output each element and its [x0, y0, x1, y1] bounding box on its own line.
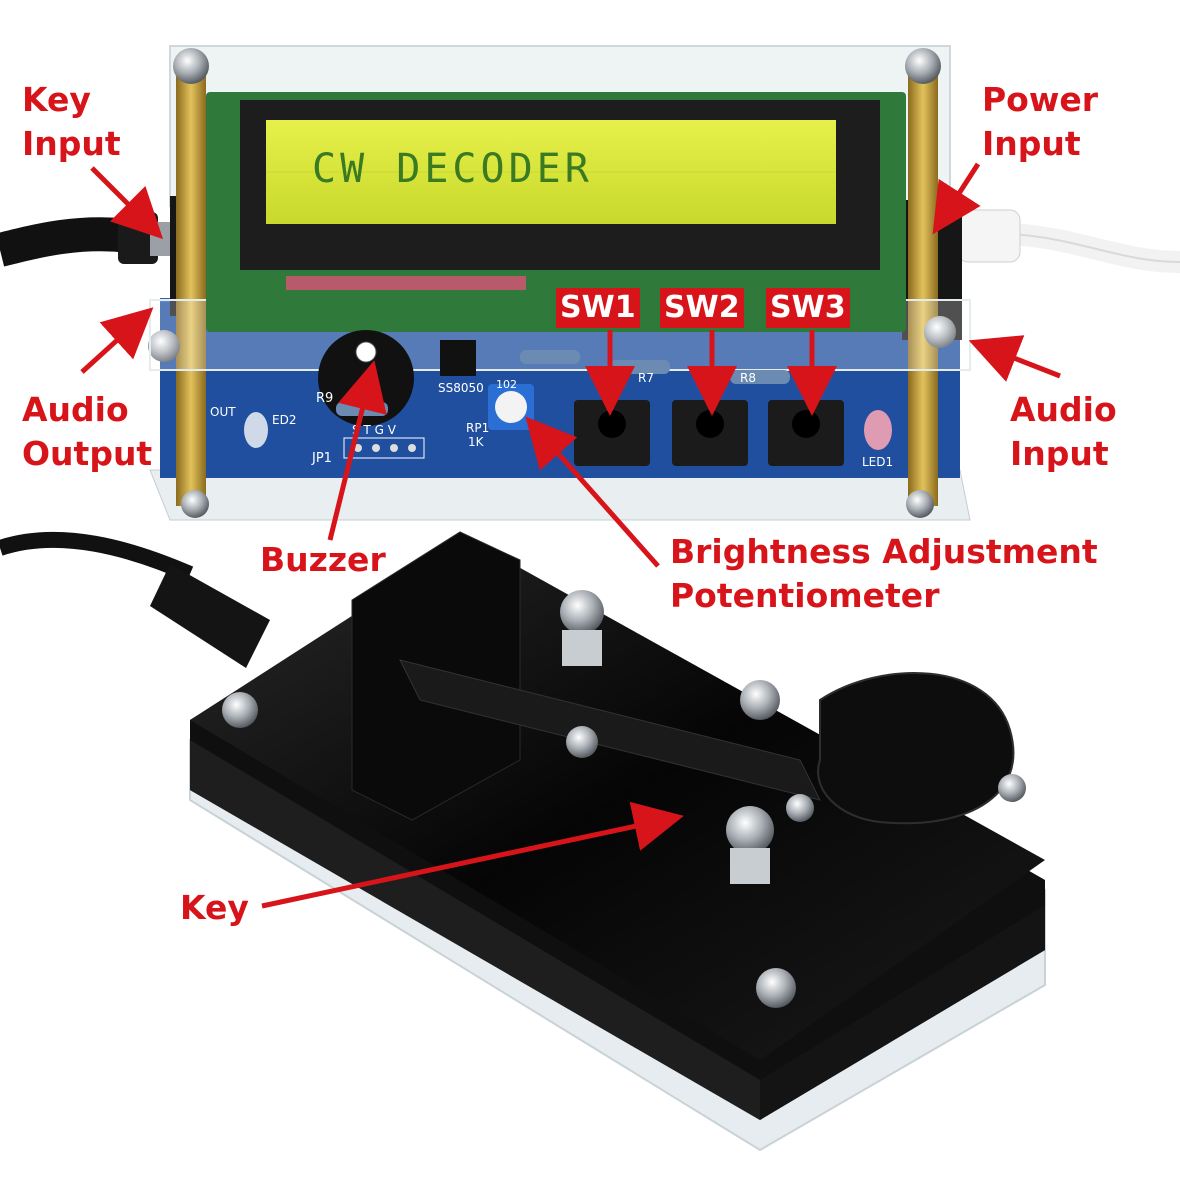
label-audio-output: Audio Output — [22, 388, 152, 476]
pcb-r7: R7 — [638, 371, 654, 385]
arrow-brightness — [525, 416, 660, 568]
switch-sw3 — [768, 400, 844, 466]
label-key: Key — [180, 888, 249, 927]
arrow-key-input — [90, 166, 164, 240]
label-power-input: Power Input — [982, 78, 1098, 166]
pcb-components: SS8050 R9 R7 R8 JP1 S T G V 102 RP1 1K L… — [210, 330, 893, 469]
label-sw2: SW2 — [660, 288, 744, 328]
arrow-audio-output — [80, 307, 154, 374]
label-power-input-line1: Power — [982, 80, 1098, 119]
pcb-rp1-value: 1K — [468, 435, 485, 449]
annotation-arrows — [80, 162, 1061, 909]
lcd-text: CW DECODER — [312, 146, 593, 192]
switch-sw2 — [672, 400, 748, 466]
pcb-r9: R9 — [316, 391, 333, 406]
label-audio-output-line1: Audio — [22, 390, 129, 429]
label-sw3: SW3 — [766, 288, 850, 328]
lcd-module: CW DECODER — [206, 92, 906, 332]
label-power-input-line2: Input — [982, 124, 1081, 163]
label-buzzer: Buzzer — [260, 540, 386, 579]
label-brightness-line1: Brightness Adjustment — [670, 532, 1098, 571]
pcb-out: OUT — [210, 405, 236, 419]
pcb-led1: LED1 — [862, 455, 893, 469]
arrow-power-input — [932, 162, 981, 235]
label-audio-input: Audio Input — [1010, 388, 1117, 476]
pcb-r8: R8 — [740, 371, 756, 385]
switch-sw1 — [574, 400, 650, 466]
key-cable — [0, 531, 270, 668]
arrow-key — [261, 801, 684, 909]
label-key-input-line1: Key — [22, 80, 91, 119]
label-sw1: SW1 — [556, 288, 640, 328]
label-audio-output-line2: Output — [22, 434, 153, 473]
led1 — [864, 410, 892, 450]
pcb-ss8050: SS8050 — [438, 381, 484, 395]
label-audio-input-line1: Audio — [1010, 390, 1117, 429]
arrow-buzzer — [327, 360, 387, 541]
label-key-input-line2: Input — [22, 124, 121, 163]
label-brightness: Brightness Adjustment Potentiometer — [670, 530, 1098, 618]
label-key-input: Key Input — [22, 78, 121, 166]
label-audio-input-line2: Input — [1010, 434, 1109, 473]
label-brightness-line2: Potentiometer — [670, 576, 940, 615]
pcb-jp1-pins: S T G V — [352, 423, 397, 437]
morse-key — [189, 531, 1046, 1152]
pcb-pot-code: 102 — [496, 378, 517, 391]
pcb-jp1: JP1 — [311, 451, 332, 466]
pcb-led2: ED2 — [272, 413, 296, 427]
led2 — [244, 412, 268, 448]
power-cable — [924, 209, 1180, 273]
arrow-audio-input — [968, 335, 1061, 382]
pcb-rp1: RP1 — [466, 421, 489, 435]
